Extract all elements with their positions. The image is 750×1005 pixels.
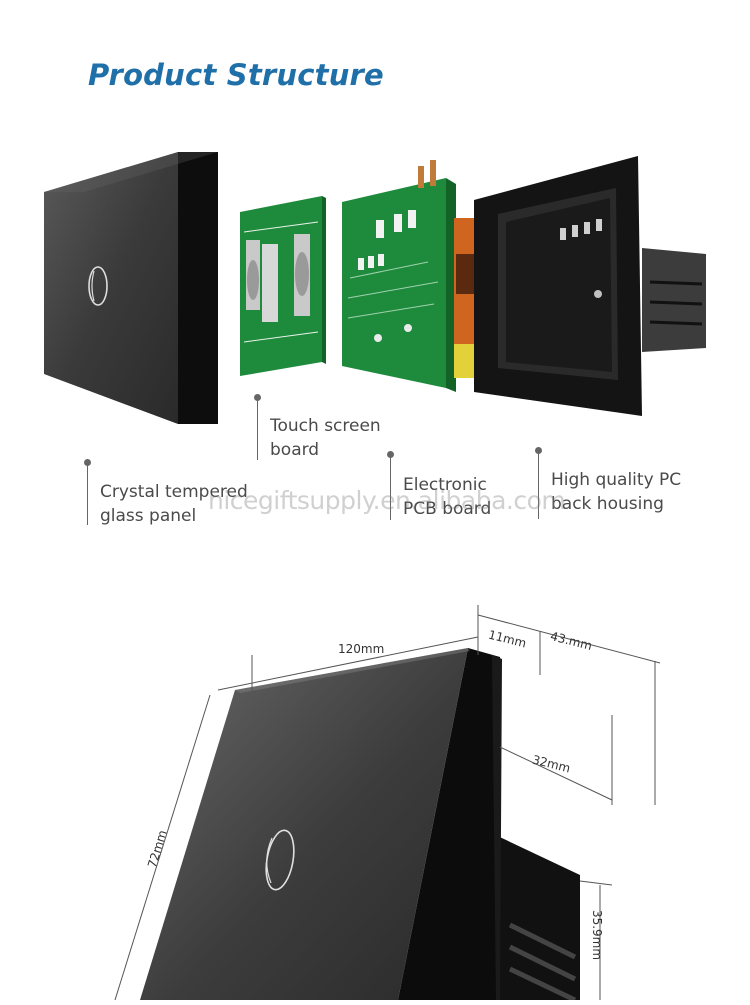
pcb-leader-dot bbox=[387, 451, 394, 458]
back-housing-image bbox=[470, 152, 710, 422]
housing-leader-line bbox=[538, 451, 539, 519]
dimension-switch-image bbox=[0, 595, 750, 1003]
back-housing-label: High quality PC back housing bbox=[551, 470, 682, 514]
page-title: Product Structure bbox=[88, 58, 384, 92]
touch-leader-line bbox=[257, 398, 258, 460]
glass-panel-label: Crystal tempered glass panel bbox=[100, 482, 248, 526]
pcb-board-image bbox=[338, 158, 498, 398]
dimension-width-label: 120mm bbox=[338, 642, 385, 656]
watermark-text: nicegiftsupply.en.alibaba.com bbox=[208, 486, 566, 515]
pcb-board-label: Electronic PCB board bbox=[403, 475, 492, 519]
glass-panel-image bbox=[40, 148, 225, 428]
housing-leader-dot bbox=[535, 447, 542, 454]
touch-leader-dot bbox=[254, 394, 261, 401]
touch-board-image bbox=[234, 192, 329, 380]
dimension-housing-height-label: 35.9mm bbox=[590, 909, 605, 961]
glass-leader-line bbox=[87, 463, 88, 525]
glass-leader-dot bbox=[84, 459, 91, 466]
touch-board-label: Touch screen board bbox=[270, 416, 381, 460]
pcb-leader-line bbox=[390, 455, 391, 520]
